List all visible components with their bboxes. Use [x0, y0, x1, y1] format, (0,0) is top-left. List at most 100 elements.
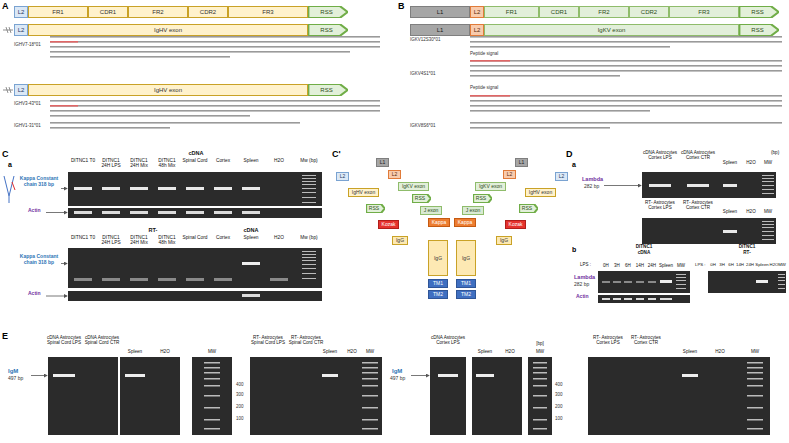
annotation: Peptide signal: [470, 51, 498, 56]
lane-label: H2O: [770, 263, 779, 268]
group-header: cDNA: [244, 227, 259, 233]
lane-label: DITNC1 T0: [70, 158, 96, 163]
subpanel-letter: a: [572, 161, 576, 169]
lane-label: Spleen: [238, 235, 264, 240]
band-label: Kappa Constant chain 318 bp: [18, 254, 60, 265]
sequence-lines: [470, 36, 782, 129]
kozak-segment: Kozak: [505, 220, 526, 229]
lane-label: Spleen: [238, 158, 264, 163]
node-text: IgHV exon: [529, 190, 552, 195]
node-text: IgKV exon: [598, 27, 626, 33]
node-text: FR1: [52, 9, 63, 15]
band-size: 497 bp: [390, 376, 405, 382]
lane-label: DITNC1 24H LPS: [98, 158, 124, 169]
node-text: L2: [474, 27, 481, 33]
exon-segment: FR3: [669, 6, 739, 18]
band-label: Actin: [576, 294, 589, 300]
lane-label: cDNA Astrocytes Cortex CTR: [680, 150, 716, 160]
rss-arrow: RSS: [308, 84, 348, 96]
exon-segment: IgHV exon: [28, 84, 308, 96]
exon-segment: IgHV exon: [28, 24, 308, 36]
node-text: IgG: [462, 256, 470, 261]
lane-label: DITNC1 48h Mix: [154, 158, 180, 169]
node-text: L2: [392, 172, 398, 177]
exon-segment: CDR2: [629, 6, 669, 18]
lane-label: H2O: [347, 349, 356, 354]
lane-label: H2O: [746, 160, 755, 165]
node-text: CDR2: [641, 9, 657, 15]
exon-segment: FR2: [128, 6, 188, 18]
node-text: CDR1: [100, 9, 116, 15]
lane-label: 24H: [746, 263, 754, 268]
lane-label: DITNC1 T0: [70, 235, 96, 240]
node-text: Kappa: [432, 220, 446, 225]
node-text: Kappa: [458, 220, 472, 225]
band-label: IgM: [392, 368, 402, 375]
panel-letter: B: [398, 1, 405, 11]
ladder-size: 100: [236, 416, 244, 421]
gene-name: IGHV1-31*01: [14, 123, 41, 128]
lane-label: MW: [366, 349, 374, 354]
subpanel-letter: b: [572, 246, 576, 254]
exon-segment: CDR1: [539, 6, 579, 18]
lead-line: [3, 27, 13, 93]
node-text: RSS: [751, 27, 763, 33]
exon-segment: IgKV exon: [475, 182, 506, 191]
lane-label: 14H: [736, 263, 744, 268]
lane-label: Mw (bp): [296, 158, 322, 163]
antibody-icon: [12, 182, 15, 190]
transmembrane-segment: TM1: [456, 279, 476, 288]
panel-letter: D: [566, 149, 573, 159]
lane-label: LPS :: [580, 262, 591, 267]
lane-label: cDNA Astrocytes Spinal Cord LPS: [46, 335, 82, 345]
lane-label: 3H: [614, 263, 620, 268]
group-header: DITNC1: [739, 244, 756, 249]
constant-segment: IgG: [428, 240, 448, 276]
gene-name: IGKV4S1*01: [410, 71, 436, 76]
lane-label: MW: [208, 349, 216, 354]
lane-label: Spleen: [323, 349, 337, 354]
lane-label: Spleen: [755, 263, 768, 268]
group-header: RT-: [149, 227, 158, 233]
band-label: Kappa Constant chain 318 bp: [18, 176, 60, 187]
leader-segment: L2: [470, 6, 484, 18]
leader-arrow: [31, 375, 429, 376]
node-text: J exon: [424, 208, 439, 213]
lane-label: H2O: [266, 158, 292, 163]
band-label: Lambda: [582, 176, 603, 182]
node-text: FR3: [698, 9, 709, 15]
lane-label: 14H: [636, 263, 644, 268]
band-size: 497 bp: [8, 376, 23, 382]
lane-label: 3H: [719, 263, 725, 268]
exon-segment: IgHV exon: [525, 188, 556, 197]
lane-label: Spinal Cord: [182, 158, 208, 163]
node-text: L2: [340, 174, 346, 179]
lane-label: RT- Astrocytes Cortex LPS: [590, 335, 626, 345]
gel-image: [68, 172, 322, 301]
ladder-size: 300: [555, 392, 563, 397]
exon-segment: FR3: [228, 6, 308, 18]
kappa-segment: Kappa: [428, 218, 450, 227]
gene-name: IGHV7-18*01: [14, 42, 41, 47]
node-text: FR2: [598, 9, 609, 15]
panel-letter: C': [332, 149, 341, 159]
node-text: RSS: [415, 196, 425, 201]
lane-label: DITNC1 48h Mix: [154, 235, 180, 246]
node-text: L2: [18, 9, 25, 15]
band-label: Actin: [28, 208, 41, 214]
constant-segment: IgG: [392, 236, 408, 245]
kappa-segment: Kappa: [454, 218, 476, 227]
leader-segment: L1: [376, 158, 389, 167]
node-text: L2: [18, 87, 25, 93]
leader-segment: L1: [515, 158, 528, 167]
lane-label: LPS :: [695, 263, 706, 268]
lane-label: 6H: [728, 263, 734, 268]
leader-segment: L2: [503, 170, 516, 179]
lane-label: cDNA Astrocytes Cortex LPS: [642, 150, 678, 160]
ladder-size: 400: [236, 382, 244, 387]
leader-arrow: [604, 185, 641, 186]
node-text: Kozak: [509, 222, 523, 227]
exon-segment: IgKV exon: [484, 24, 739, 36]
lane-label: 24H: [648, 263, 656, 268]
panel-letter: A: [2, 1, 9, 11]
